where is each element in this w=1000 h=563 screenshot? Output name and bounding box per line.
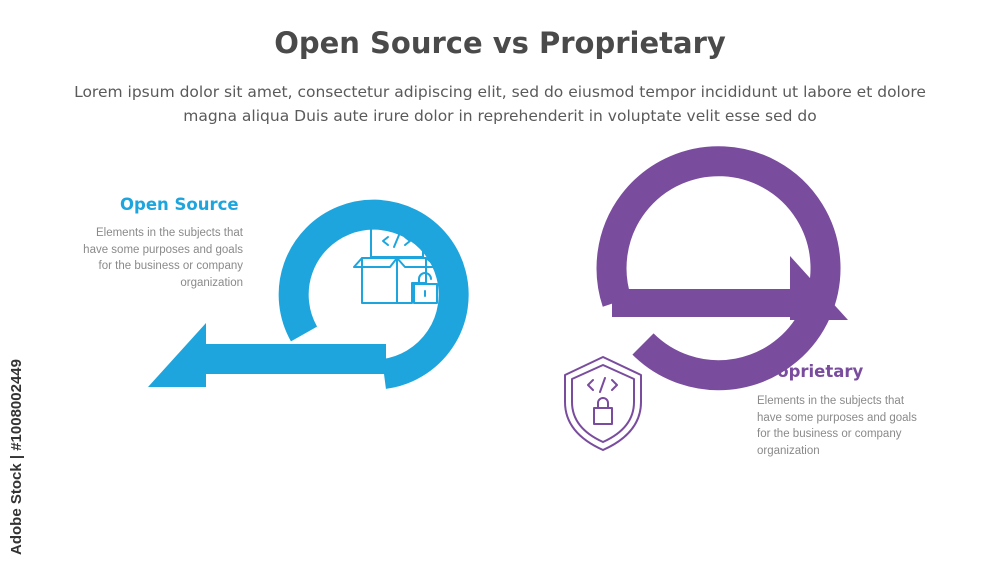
proprietary-heading: Proprietary — [757, 362, 864, 381]
proprietary-loop-arrow — [596, 146, 848, 391]
proprietary-arrow-head — [790, 256, 848, 320]
page-subtitle: Lorem ipsum dolor sit amet, consectetur … — [74, 83, 926, 125]
open-source-heading: Open Source — [120, 195, 239, 214]
open-source-loop-arrow — [148, 199, 469, 389]
open-box-code-unlock-icon — [353, 218, 438, 304]
open-source-arrow-head — [148, 323, 206, 387]
proprietary-arrow-shaft — [612, 289, 802, 317]
open-source-description: Elements in the subjects that have some … — [83, 227, 243, 289]
shield-code-lock-icon — [564, 356, 642, 451]
open-source-arrow-shaft — [190, 344, 386, 374]
proprietary-description: Elements in the subjects that have some … — [757, 395, 917, 457]
proprietary-loop — [596, 146, 841, 391]
stock-id-label: Adobe Stock | #1008002449 — [8, 359, 25, 555]
page-title: Open Source vs Proprietary — [274, 26, 726, 60]
open-source-loop — [278, 199, 469, 389]
